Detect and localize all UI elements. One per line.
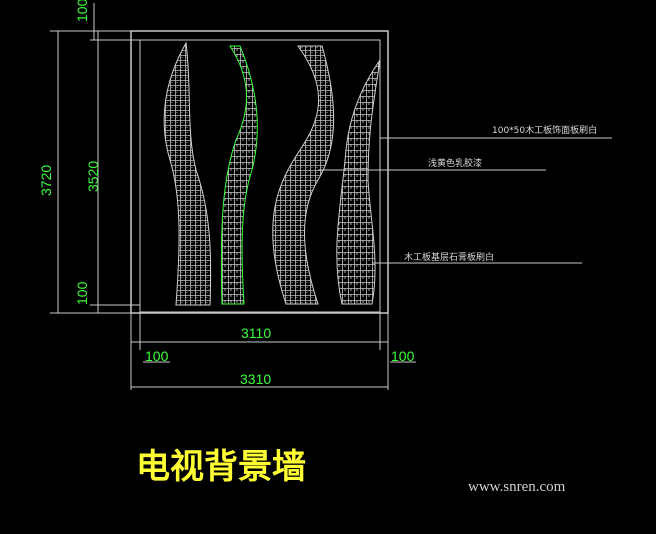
annotation-leaders xyxy=(318,137,612,264)
dim-left-total: 3720 xyxy=(38,165,54,196)
wave-panel-2 xyxy=(220,45,258,305)
dim-left-bottom: 100 xyxy=(74,281,90,305)
bottom-dimensions xyxy=(130,313,416,390)
dim-bottom-right: 100 xyxy=(391,348,415,364)
dim-total-width: 3310 xyxy=(240,371,271,387)
dim-inner-width: 3110 xyxy=(241,325,271,341)
note-frame: 100*50木工板饰面板刷白 xyxy=(492,124,597,136)
inner-frame xyxy=(139,39,381,313)
wave-panel-1 xyxy=(163,41,212,306)
wave-panel-3 xyxy=(272,45,335,305)
note-paint: 浅黄色乳胶漆 xyxy=(428,157,482,169)
note-base: 木工板基层石膏板刷白 xyxy=(404,251,494,263)
dim-bottom-left: 100 xyxy=(145,348,169,364)
drawing-title: 电视背景墙 xyxy=(136,447,306,487)
outer-frame xyxy=(130,30,389,314)
watermark: www.snren.com xyxy=(468,479,566,495)
dim-left-mid: 3520 xyxy=(85,161,101,192)
dim-left-top: 100 xyxy=(74,0,90,22)
left-dimensions xyxy=(50,3,140,314)
wave-panel-4 xyxy=(336,59,381,305)
